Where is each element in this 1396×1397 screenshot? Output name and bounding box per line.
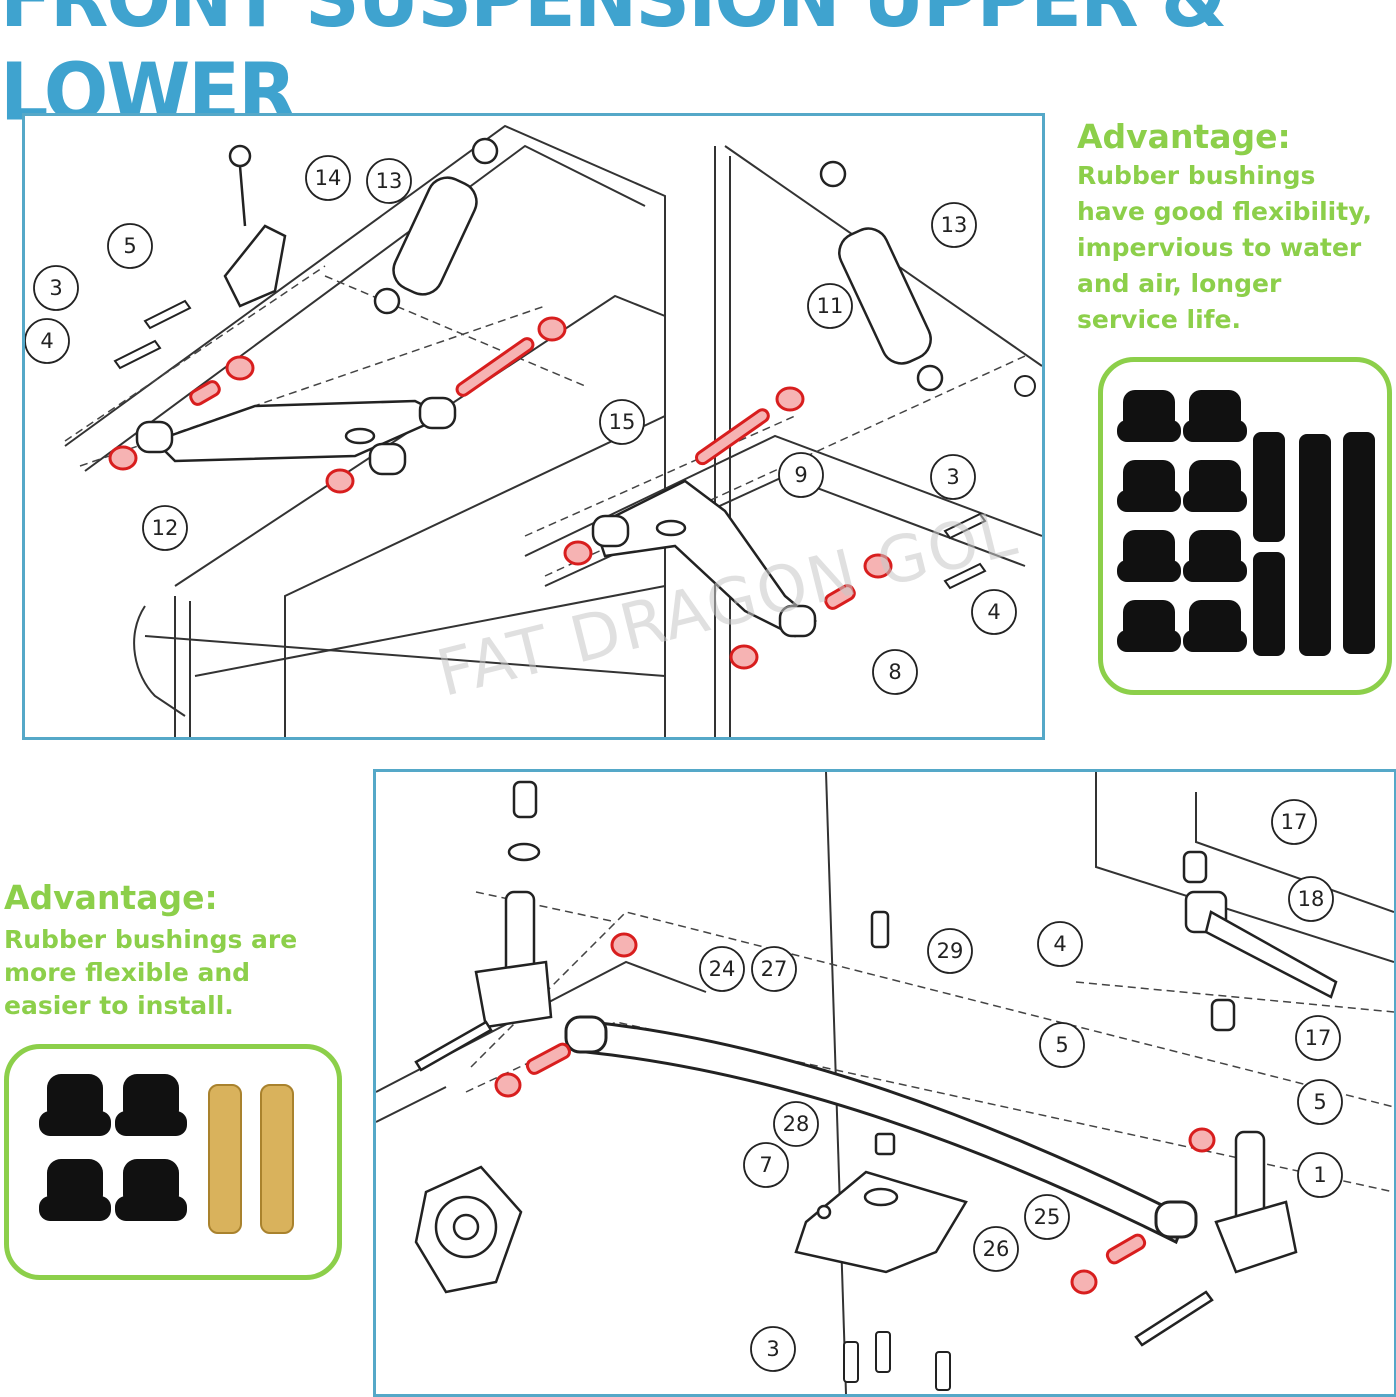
callout-7: 7 — [759, 1153, 772, 1177]
advantage-right-heading: Advantage: — [1077, 117, 1291, 156]
left-a-arm — [135, 396, 457, 476]
callout-28: 28 — [783, 1112, 810, 1136]
upper-suspension-drawing: 14 13 5 3 4 12 13 11 15 9 3 4 8 — [25, 124, 1042, 737]
black-bushings-photo — [1098, 357, 1392, 695]
callout-15: 15 — [609, 410, 636, 434]
callout-14: 14 — [315, 166, 342, 190]
bottom-bolts — [843, 1331, 951, 1391]
callout-9: 9 — [794, 463, 807, 487]
callout-4c: 4 — [1053, 932, 1066, 956]
callout-25: 25 — [1034, 1205, 1061, 1229]
bushings-with-sleeves-photo — [4, 1044, 342, 1280]
left-shock-absorber — [373, 137, 499, 315]
wheel-hub — [414, 1165, 523, 1294]
callout-5c: 5 — [1055, 1033, 1068, 1057]
callout-13: 13 — [376, 169, 403, 193]
callout-3b: 3 — [946, 465, 959, 489]
highlighted-bushings — [108, 316, 893, 670]
brass-sleeves — [208, 1084, 294, 1234]
top-callout-labels: 14 13 5 3 4 12 13 11 15 9 3 4 8 — [40, 166, 1000, 684]
callout-26: 26 — [983, 1237, 1010, 1261]
callout-5d: 5 — [1313, 1090, 1326, 1114]
top-callouts — [25, 155, 1017, 695]
mounting-plate — [794, 910, 968, 1274]
callout-18: 18 — [1298, 887, 1325, 911]
callout-3c: 3 — [766, 1337, 779, 1361]
bottom-callouts — [699, 799, 1343, 1372]
callout-27: 27 — [761, 957, 788, 981]
lower-suspension-diagram: 17 18 29 24 27 4 5 17 5 28 7 1 25 26 3 — [373, 769, 1396, 1397]
callout-3: 3 — [49, 276, 62, 300]
black-bushing-set — [1117, 390, 1375, 656]
bottom-callout-labels: 17 18 29 24 27 4 5 17 5 28 7 1 25 26 3 — [709, 810, 1332, 1361]
callout-17: 17 — [1281, 810, 1308, 834]
right-a-arm — [591, 479, 818, 638]
right-shock-absorber — [819, 160, 944, 392]
callout-4b: 4 — [987, 600, 1000, 624]
black-bushing-pair — [39, 1074, 187, 1221]
advantage-right-text: Rubber bushings have good flexibility, i… — [1077, 161, 1373, 334]
callout-13b: 13 — [941, 213, 968, 237]
left-upper-bracket — [223, 144, 287, 308]
leaf-spring — [564, 1015, 1198, 1245]
page-title: FRONT SUSPENSION UPPER & LOWER — [0, 0, 1227, 139]
highlighted-bushings-bottom — [494, 932, 1216, 1295]
bolts — [113, 299, 1036, 590]
callout-12: 12 — [152, 516, 179, 540]
callout-29: 29 — [937, 939, 964, 963]
callout-24: 24 — [709, 957, 736, 981]
callout-1: 1 — [1313, 1163, 1326, 1187]
advantage-left-text: Rubber bushings are more flexible and ea… — [4, 925, 298, 1020]
callout-5: 5 — [123, 234, 136, 258]
upper-suspension-diagram: 14 13 5 3 4 12 13 11 15 9 3 4 8 — [22, 113, 1045, 740]
left-spindle — [414, 780, 553, 1072]
advantage-left-heading: Advantage: — [4, 878, 218, 917]
callout-4: 4 — [40, 329, 53, 353]
right-spindle — [1134, 850, 1338, 1347]
callout-11: 11 — [817, 294, 844, 318]
callout-8: 8 — [888, 660, 901, 684]
lower-suspension-drawing: 17 18 29 24 27 4 5 17 5 28 7 1 25 26 3 — [376, 772, 1394, 1394]
callout-17b: 17 — [1305, 1026, 1332, 1050]
